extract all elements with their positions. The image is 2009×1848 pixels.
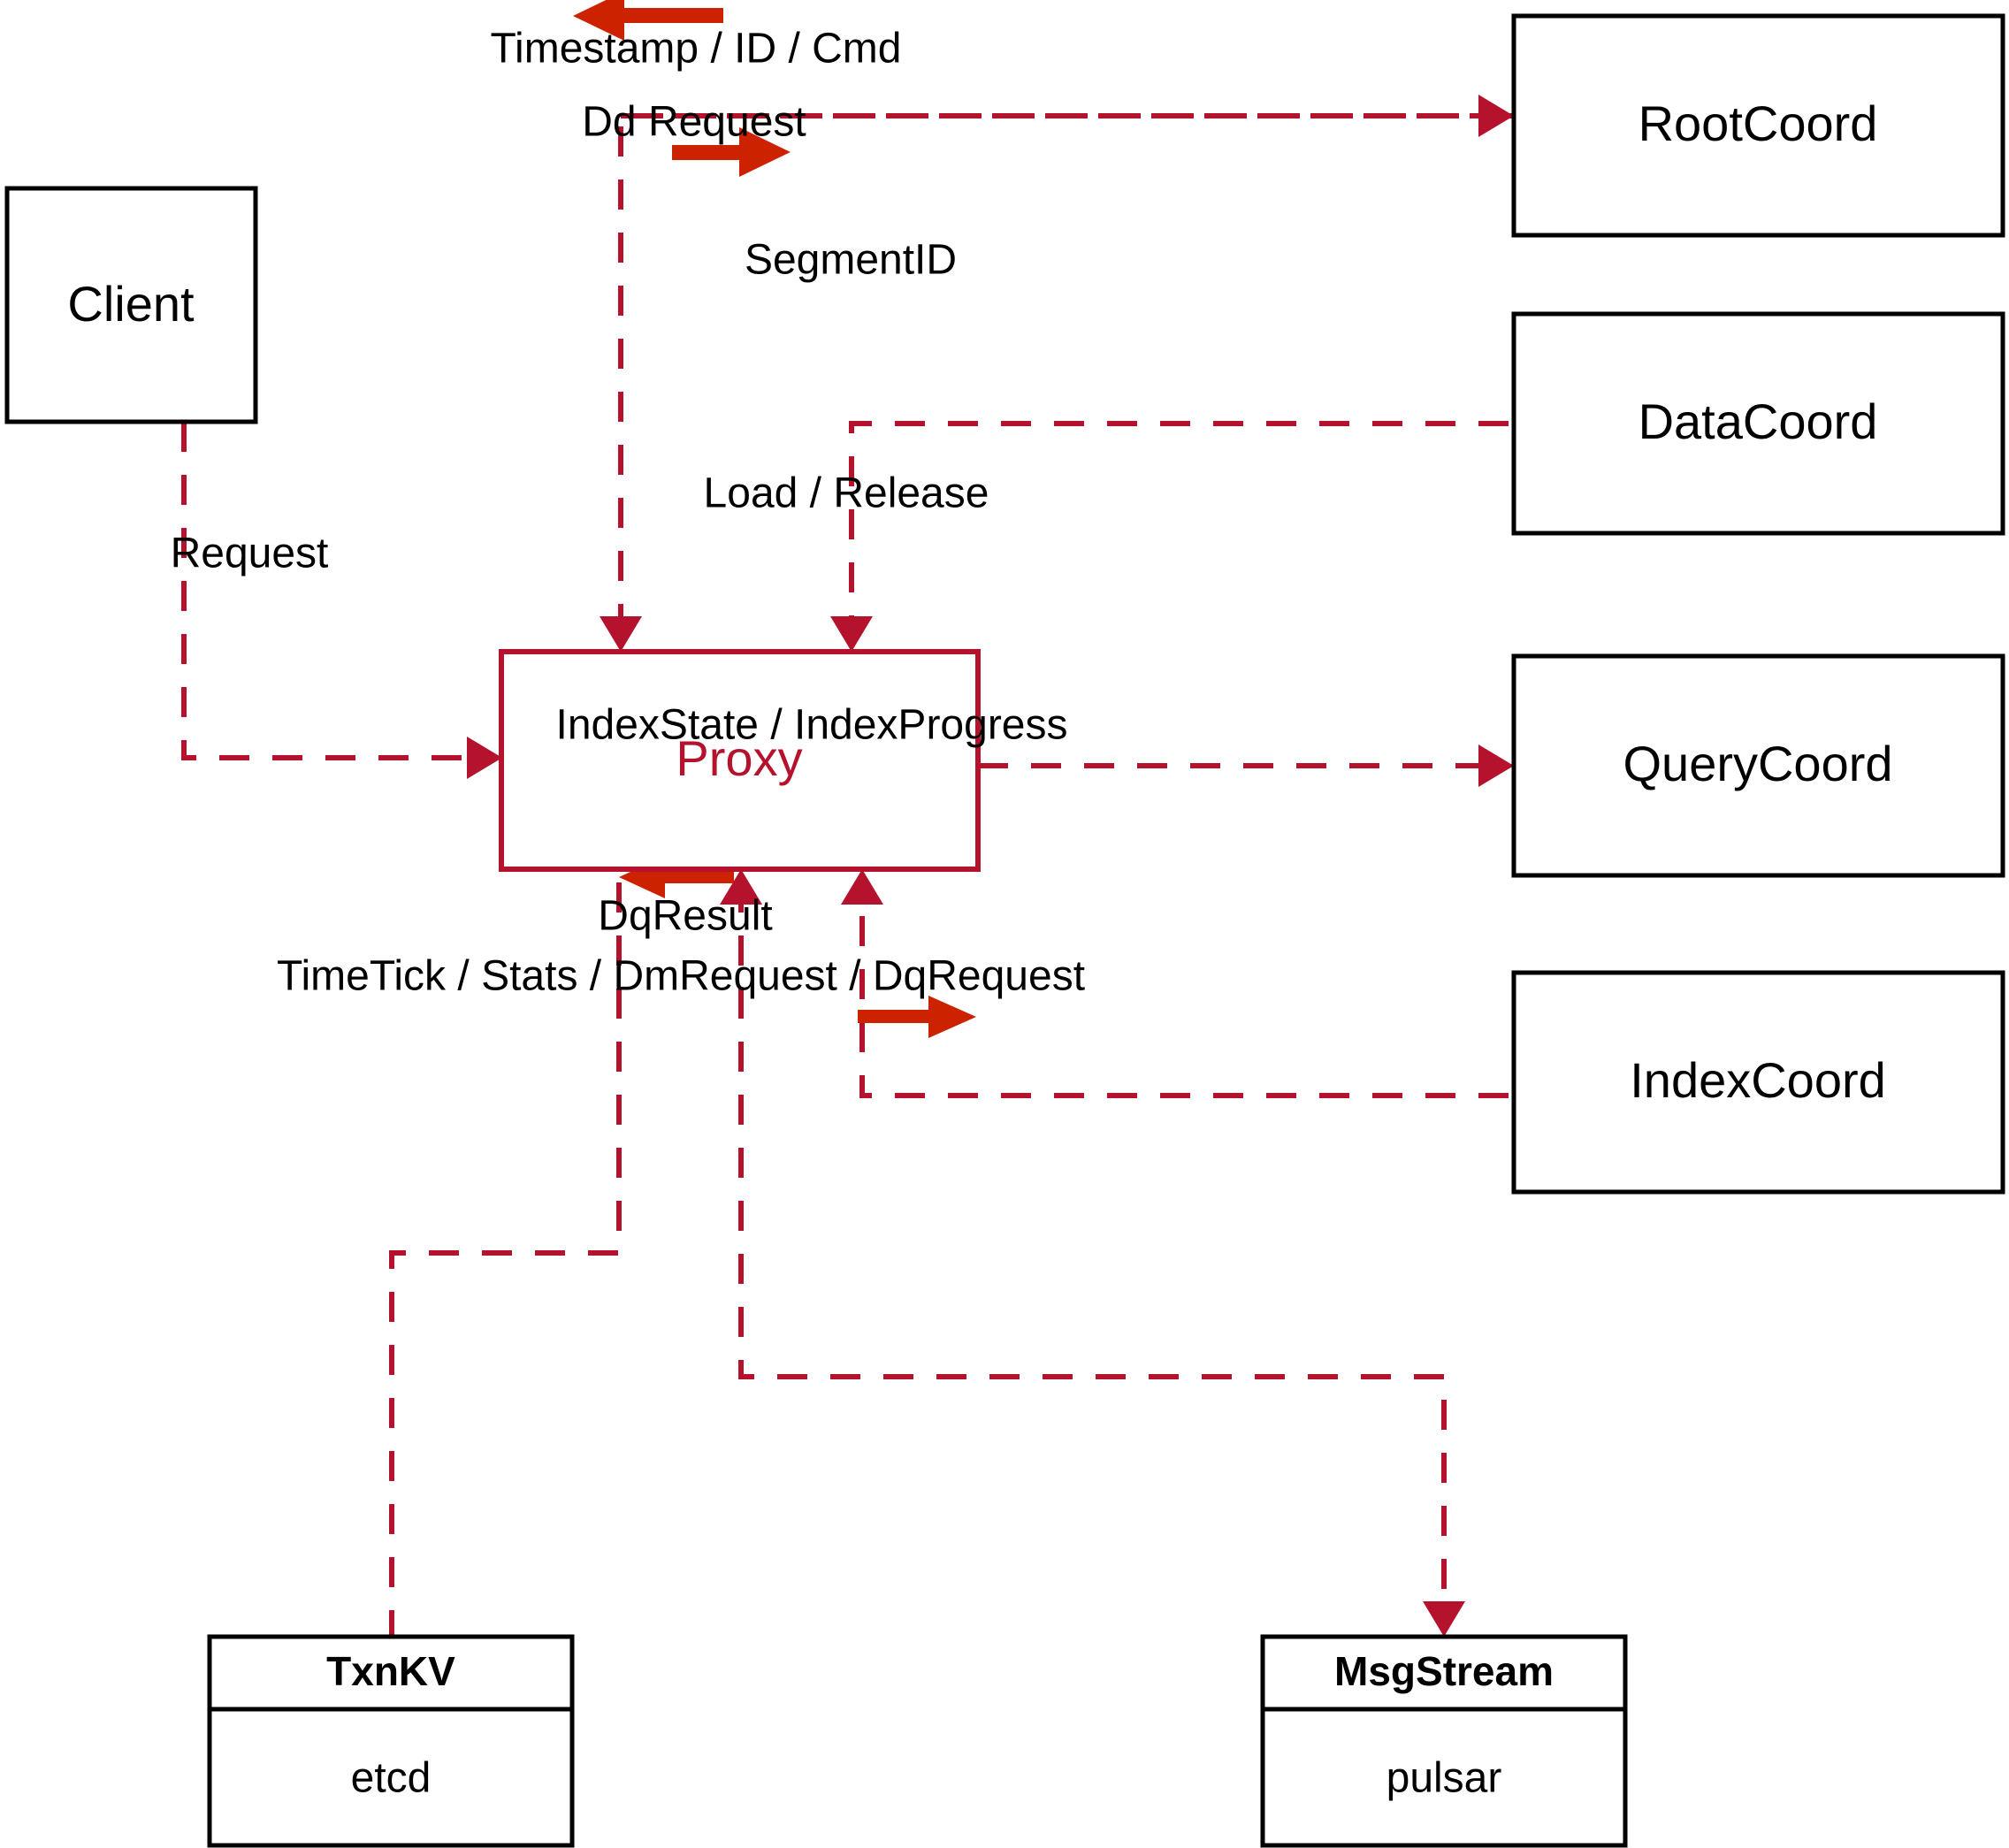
- node-msgstream-label: MsgStream: [1334, 1648, 1554, 1694]
- edge-label-timetick: TimeTick / Stats / DmRequest / DqRequest: [277, 953, 1085, 1000]
- edge-label-dqresult: DqResult: [598, 893, 772, 940]
- node-msgstream[interactable]: [1260, 1634, 1628, 1848]
- node-datacoord-label: DataCoord: [1639, 393, 1878, 449]
- node-rootcoord-label: RootCoord: [1639, 95, 1878, 151]
- direction-arrow-timetick: [858, 996, 976, 1038]
- node-proxy[interactable]: [499, 649, 981, 872]
- edge-label-loadrelease: Load / Release: [704, 470, 989, 517]
- edge-timestamp-arrowhead: [600, 616, 642, 652]
- node-querycoord[interactable]: [1511, 653, 2005, 878]
- node-client-label: Client: [67, 276, 195, 332]
- node-txnkv[interactable]: [207, 1634, 575, 1848]
- edge-label-request: Request: [171, 531, 329, 577]
- node-rootcoord[interactable]: [1511, 13, 2005, 238]
- node-txnkv-sublabel: etcd: [351, 1755, 432, 1802]
- edge-indexstate-arrowhead: [841, 869, 883, 905]
- node-txnkv-label: TxnKV: [326, 1648, 455, 1694]
- edge-label-indexstate: IndexState / IndexProgress: [556, 702, 1068, 749]
- edge-loadrelease-arrowhead: [1478, 745, 1514, 787]
- node-proxy-label: Proxy: [676, 730, 802, 786]
- edge-indexstate-path: [859, 882, 1509, 1098]
- node-querycoord-label: QueryCoord: [1623, 736, 1892, 791]
- node-indexcoord-label: IndexCoord: [1630, 1052, 1886, 1108]
- direction-arrow-timestamp: [573, 0, 723, 41]
- edge-request-arrowhead: [467, 737, 502, 779]
- edge-txnkv-path: [389, 882, 622, 1637]
- edge-label-timestamp: Timestamp / ID / Cmd: [491, 26, 902, 73]
- edge-timetick-arrowhead: [1423, 1601, 1465, 1637]
- edge-dqresult-arrowhead: [720, 869, 762, 905]
- node-indexcoord[interactable]: [1511, 970, 2005, 1195]
- edge-label-segmentid: SegmentID: [745, 237, 957, 284]
- edge-label-ddrequest: Dd Request: [582, 99, 806, 146]
- edge-request-path: [181, 422, 492, 760]
- direction-arrow-ddrequest: [672, 127, 791, 177]
- edge-segmentid-path: [849, 421, 1509, 638]
- node-msgstream-sublabel: pulsar: [1386, 1755, 1502, 1802]
- edge-timestamp-path: [618, 113, 1512, 638]
- edge-segmentid-arrowhead: [830, 616, 873, 652]
- node-client[interactable]: [4, 186, 258, 424]
- edge-ddrequest-arrowhead: [1478, 95, 1514, 137]
- node-datacoord[interactable]: [1511, 311, 2005, 536]
